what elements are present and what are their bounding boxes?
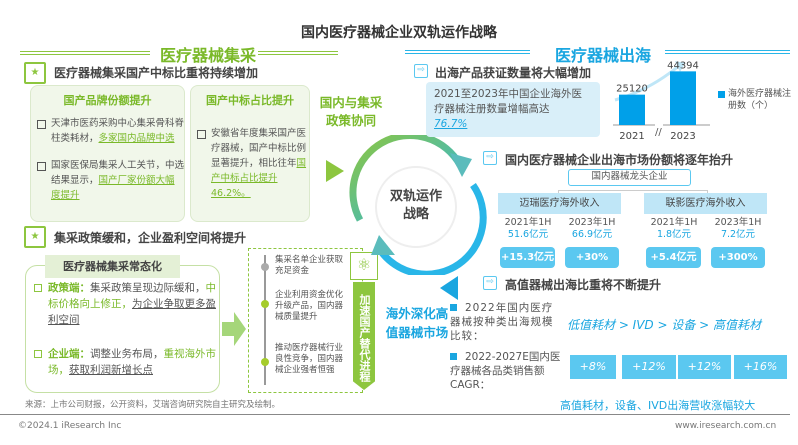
enterprise-item: 企业端：调整业务布局，重视海外市场，获取利润新增长点 bbox=[34, 346, 219, 378]
bullet-scale: 2022年国内医疗器械按种类出海规模比较： bbox=[450, 302, 554, 342]
company-header: 联影医疗海外收入 bbox=[644, 193, 767, 214]
arrow-right-icon bbox=[222, 312, 246, 346]
conclusion: 高值耗材，设备、IVD出海营收涨幅较大 bbox=[560, 399, 756, 412]
page-title: 国内医疗器械企业双轨运作战略 bbox=[301, 25, 497, 41]
list-item: 国家医保局集采人工关节，中选结果显示，国产厂家份额大幅度提升 bbox=[31, 158, 184, 203]
bullet-cagr: 2022-2027E国内医疗器械各品类销售额CAGR： bbox=[450, 351, 561, 391]
cycle-arrows bbox=[349, 135, 487, 275]
domestic-share-box: 国产品牌份额提升 天津市医药采购中心集采骨科脊柱类耗材，多家国内品牌中选 国家医… bbox=[30, 85, 185, 222]
company-header: 迈瑞医疗海外收入 bbox=[498, 193, 621, 214]
section-heading: 国内医疗器械企业出海市场份额将逐年抬升 bbox=[505, 153, 734, 167]
timeline-line bbox=[264, 255, 266, 385]
root-node: 国内器械龙头企业 bbox=[568, 169, 691, 186]
bar-2023 bbox=[670, 71, 696, 125]
timeline-dot bbox=[261, 300, 269, 308]
cagr-low-value: +8% bbox=[570, 355, 616, 379]
left-header: 医疗器械集采 bbox=[160, 46, 257, 65]
timeline-dot bbox=[261, 263, 269, 271]
footer-divider bbox=[0, 414, 790, 415]
bar-2021 bbox=[619, 94, 645, 125]
winning-ratio-box: 国产中标占比提升 安徽省年度集采国产医疗器械，国产中标比例显著提升，相比往年国产… bbox=[190, 85, 310, 222]
box-title: 国产品牌份额提升 bbox=[63, 94, 152, 107]
atom-icon: ⚛ bbox=[350, 252, 378, 280]
divider bbox=[258, 51, 338, 55]
bar-value-label: 25120 bbox=[616, 84, 648, 95]
section-heading: 高值器械出海比重将不断提升 bbox=[505, 278, 662, 292]
tree-connector bbox=[558, 190, 708, 193]
category-label: 2021 bbox=[619, 131, 644, 142]
percent-growth: +30% bbox=[565, 247, 619, 268]
list-item: 天津市医药采购中心集采骨科脊柱类耗材，多家国内品牌中选 bbox=[31, 116, 184, 146]
normalization-box: 政策端：集采政策呈现边际缓和，中标价格向上修正，为企业争取更多盈利空间 企业端：… bbox=[25, 265, 220, 393]
growth-box: 2021至2023年中国企业海外医疗器械注册数量增幅高达 76.7% bbox=[426, 82, 600, 137]
bar-value-label: 44394 bbox=[667, 60, 699, 71]
percent-growth: +300% bbox=[711, 247, 765, 268]
legend-swatch bbox=[718, 91, 725, 98]
timeline-dot bbox=[261, 358, 269, 366]
book-star-icon: ★ bbox=[24, 62, 46, 84]
divider bbox=[665, 50, 790, 54]
policy-item: 政策端：集采政策呈现边际缓和，中标价格向上修正，为企业争取更多盈利空间 bbox=[34, 280, 219, 328]
cagr-high-value: +16% bbox=[734, 355, 787, 379]
axis-break: // bbox=[655, 127, 662, 138]
growth-text: 2021至2023年中国企业海外医疗器械注册数量增幅高达 bbox=[434, 88, 582, 115]
cagr-ivd: +12% bbox=[622, 355, 676, 379]
absolute-growth: +5.4亿元 bbox=[646, 247, 701, 268]
section-heading: 医疗器械集采国产中标比重将持续增加 bbox=[54, 66, 259, 80]
book-star-icon: ★ bbox=[24, 226, 46, 248]
chart-legend: 海外医疗器械注册数（个） bbox=[718, 88, 793, 112]
absolute-growth: +15.3亿元 bbox=[500, 247, 555, 268]
list-item: 安徽省年度集采国产医疗器械，国产中标比例显著提升，相比往年国产中标占比提升46.… bbox=[191, 126, 309, 201]
box-title: 国产中标占比提升 bbox=[206, 94, 294, 107]
ranking: 低值耗材 > IVD > 设备 > 高值耗材 bbox=[567, 318, 762, 332]
category-label: 2023 bbox=[670, 131, 695, 142]
right-header: 医疗器械出海 bbox=[555, 46, 652, 65]
registration-chart: // 25120 2021 44394 2023 bbox=[613, 60, 710, 142]
website-link[interactable]: www.iresearch.com.cn bbox=[675, 421, 777, 431]
legend-label: 海外医疗器械注册数（个） bbox=[728, 89, 792, 111]
cagr-equipment: +12% bbox=[678, 355, 731, 379]
growth-rate: 76.7% bbox=[434, 118, 468, 130]
accelerate-tag: 加速国产替代进程 bbox=[353, 282, 375, 390]
section-heading: 集采政策缓和，企业盈利空间将提升 bbox=[54, 231, 247, 245]
export-icon: ⇨ bbox=[414, 64, 428, 78]
center-label: 双轨运作战略 bbox=[389, 189, 442, 222]
triangle-right-icon bbox=[326, 160, 344, 182]
domestic-label: 国内与集采政策协同 bbox=[319, 95, 383, 128]
section-heading: 出海产品获证数量将大幅增加 bbox=[435, 66, 592, 80]
timeline-item: 集采名单企业获取充足资金 bbox=[275, 255, 344, 276]
timeline-item: 企业利用资金优化升级产品，国内器械质量提升 bbox=[275, 290, 344, 322]
copyright: ©2024.1 iResearch Inc bbox=[18, 421, 122, 431]
source-note: 来源：上市公司财报，公开资料，艾瑞咨询研究院自主研究及绘制。 bbox=[25, 400, 281, 410]
box-title-tag: 医疗器械集采常态化 bbox=[45, 255, 180, 278]
divider bbox=[20, 51, 150, 55]
export-icon: ⇨ bbox=[483, 151, 497, 165]
timeline-item: 推动医疗器械行业良性竞争，国内器械企业强者恒强 bbox=[275, 343, 344, 375]
triangle-left-icon bbox=[440, 276, 458, 300]
overseas-label: 海外深化高值器械市场 bbox=[385, 306, 449, 340]
export-icon: ⇨ bbox=[483, 276, 497, 290]
divider bbox=[405, 50, 530, 54]
